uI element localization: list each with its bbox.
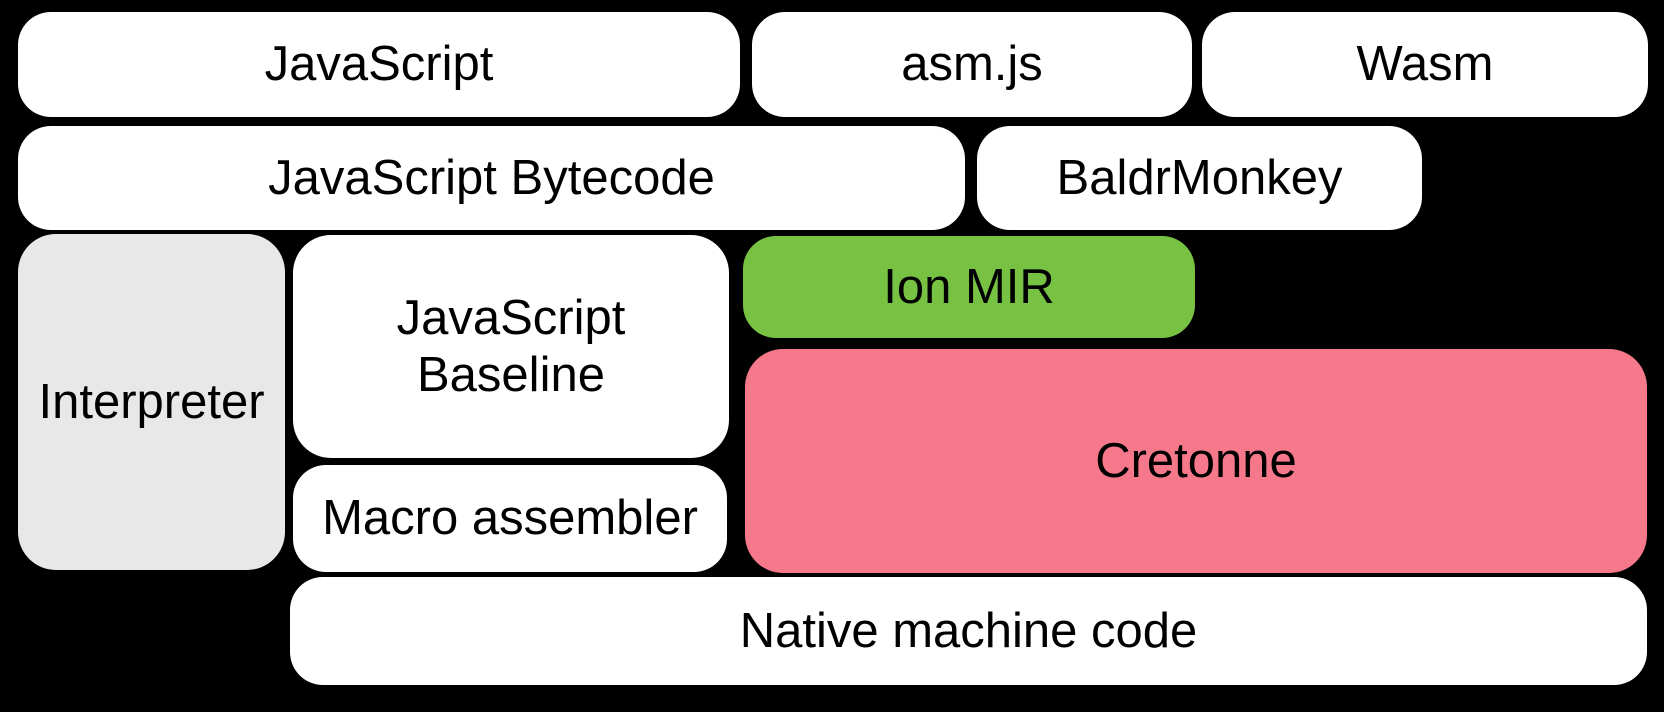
box-javascript-baseline: JavaScript Baseline bbox=[293, 235, 729, 458]
box-macro-assembler: Macro assembler bbox=[293, 465, 727, 572]
box-wasm-label: Wasm bbox=[1356, 37, 1494, 92]
box-macro-assembler-label: Macro assembler bbox=[322, 491, 698, 546]
box-wasm: Wasm bbox=[1202, 12, 1648, 117]
box-javascript-label: JavaScript bbox=[264, 37, 494, 92]
box-baldrmonkey-label: BaldrMonkey bbox=[1056, 150, 1343, 205]
box-cretonne: Cretonne bbox=[745, 349, 1647, 573]
box-ion-mir-label: Ion MIR bbox=[883, 259, 1055, 314]
box-native-machine-code-label: Native machine code bbox=[739, 603, 1198, 658]
box-asmjs-label: asm.js bbox=[901, 37, 1043, 92]
box-javascript: JavaScript bbox=[18, 12, 740, 117]
box-baldrmonkey: BaldrMonkey bbox=[977, 126, 1422, 230]
box-interpreter-label: Interpreter bbox=[38, 374, 265, 429]
box-cretonne-label: Cretonne bbox=[1095, 433, 1297, 488]
box-native-machine-code: Native machine code bbox=[290, 577, 1647, 685]
box-asmjs: asm.js bbox=[752, 12, 1192, 117]
box-javascript-bytecode: JavaScript Bytecode bbox=[18, 126, 965, 230]
box-interpreter: Interpreter bbox=[18, 234, 285, 570]
box-javascript-bytecode-label: JavaScript Bytecode bbox=[268, 150, 715, 205]
box-javascript-baseline-label: JavaScript Baseline bbox=[396, 291, 626, 402]
box-ion-mir: Ion MIR bbox=[743, 236, 1195, 338]
